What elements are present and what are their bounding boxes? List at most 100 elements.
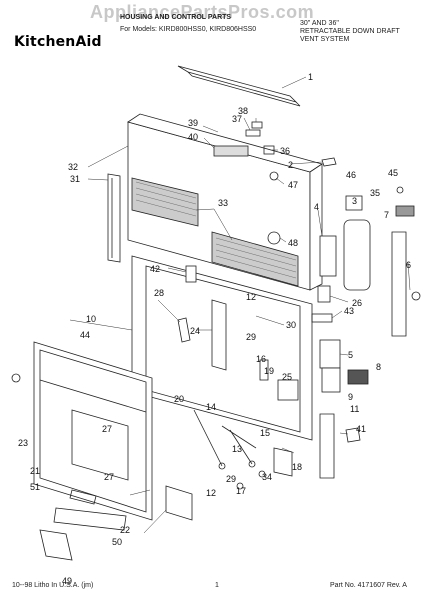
grille-left xyxy=(131,177,199,227)
part-6 xyxy=(411,291,421,301)
callout-16: 16 xyxy=(256,354,266,364)
part-40 xyxy=(213,145,249,157)
callout-22: 22 xyxy=(120,525,130,535)
callout-42: 42 xyxy=(150,264,160,274)
part-16 xyxy=(259,359,269,381)
part-34 xyxy=(258,470,266,478)
part-4 xyxy=(319,235,337,277)
part-38 xyxy=(251,121,263,129)
watermark: AppliancePartsPros.com xyxy=(90,2,315,22)
front-panel xyxy=(33,341,153,521)
part-45 xyxy=(396,186,404,194)
callout-39: 39 xyxy=(188,118,198,128)
part-11-rail xyxy=(319,413,335,479)
part-41 xyxy=(345,427,361,443)
part-35 xyxy=(395,205,415,217)
callout-17: 17 xyxy=(236,486,246,496)
part-37 xyxy=(245,129,261,137)
footer-litho: 10--98 Litho In U.S.A. (jm) xyxy=(12,582,94,589)
part-49-block xyxy=(39,529,73,561)
part-22-plate xyxy=(165,485,193,521)
part-47-screw xyxy=(269,171,279,181)
callout-12: 12 xyxy=(246,292,256,302)
diagram-title: HOUSING AND CONTROL PARTS xyxy=(120,14,232,21)
part-1-top-trim xyxy=(177,65,298,103)
subtitle-size: 30" AND 36" xyxy=(300,20,339,27)
callout-3: 3 xyxy=(352,196,357,206)
callout-8: 8 xyxy=(376,362,381,372)
callout-14: 14 xyxy=(206,402,216,412)
callout-23: 23 xyxy=(18,438,28,448)
subtitle-type: RETRACTABLE DOWN DRAFT xyxy=(300,28,400,35)
callout-37: 37 xyxy=(232,114,242,124)
callout-38: 38 xyxy=(238,106,248,116)
footer-page-number: 1 xyxy=(215,582,219,589)
part-20-arm xyxy=(193,409,223,467)
part-50-shoe xyxy=(53,507,127,531)
callout-11: 11 xyxy=(350,404,359,414)
kitchenaid-logo: KitchenAid xyxy=(14,34,102,50)
callout-36: 36 xyxy=(280,146,290,156)
callout-32: 32 xyxy=(68,162,78,172)
callout-13: 13 xyxy=(232,444,242,454)
callout-33: 33 xyxy=(218,198,228,208)
callout-46: 46 xyxy=(346,170,356,180)
callout-10: 10 xyxy=(86,314,96,324)
callout-28: 28 xyxy=(154,288,164,298)
callout-29: 29 xyxy=(246,332,256,342)
part-25 xyxy=(277,379,299,401)
callout-43: 43 xyxy=(344,306,354,316)
footer-part-number: Part No. 4171607 Rev. A xyxy=(330,582,407,589)
callout-27: 27 xyxy=(104,472,114,482)
subtitle-system: VENT SYSTEM xyxy=(300,36,350,43)
callout-4: 4 xyxy=(314,202,319,212)
callout-35: 35 xyxy=(370,188,380,198)
part-2 xyxy=(321,157,337,167)
part-5 xyxy=(319,339,341,369)
callout-45: 45 xyxy=(388,168,398,178)
part-17 xyxy=(236,482,244,490)
part-27-window xyxy=(71,409,129,481)
callout-6: 6 xyxy=(406,260,411,270)
callout-47: 47 xyxy=(288,180,298,190)
callout-29: 29 xyxy=(226,474,236,484)
callout-15: 15 xyxy=(260,428,270,438)
callout-26: 26 xyxy=(352,298,362,308)
callout-7: 7 xyxy=(384,210,389,220)
callout-25: 25 xyxy=(282,372,292,382)
callout-1: 1 xyxy=(308,72,313,82)
callout-2: 2 xyxy=(288,160,293,170)
part-8 xyxy=(347,369,369,385)
callout-30: 30 xyxy=(286,320,296,330)
part-9 xyxy=(321,367,341,393)
part-23-screw xyxy=(11,373,21,383)
part-51 xyxy=(69,489,97,505)
callout-18: 18 xyxy=(292,462,302,472)
part-7-side-bracket xyxy=(391,231,407,337)
part-14-arm xyxy=(221,425,257,449)
callout-19: 19 xyxy=(264,366,274,376)
callout-21: 21 xyxy=(30,466,40,476)
part-24 xyxy=(211,299,227,371)
callout-24: 24 xyxy=(190,326,200,336)
model-numbers: For Models: KIRD800HSS0, KIRD806HSS0 xyxy=(120,26,257,33)
callout-41: 41 xyxy=(356,424,366,434)
part-46 xyxy=(345,195,363,211)
part-31-side-strip xyxy=(107,173,121,263)
callout-44: 44 xyxy=(80,330,90,340)
callout-49: 49 xyxy=(62,576,72,586)
callout-5: 5 xyxy=(348,350,353,360)
callout-31: 31 xyxy=(70,174,80,184)
callout-48: 48 xyxy=(288,238,298,248)
part-18 xyxy=(273,447,293,477)
part-3 xyxy=(343,219,371,291)
callout-50: 50 xyxy=(112,537,122,547)
callout-51: 51 xyxy=(30,482,40,492)
part-42 xyxy=(185,265,197,283)
callout-9: 9 xyxy=(348,392,353,402)
callout-12: 12 xyxy=(206,488,216,498)
part-43 xyxy=(311,313,333,323)
callout-27: 27 xyxy=(102,424,112,434)
callout-40: 40 xyxy=(188,132,198,142)
